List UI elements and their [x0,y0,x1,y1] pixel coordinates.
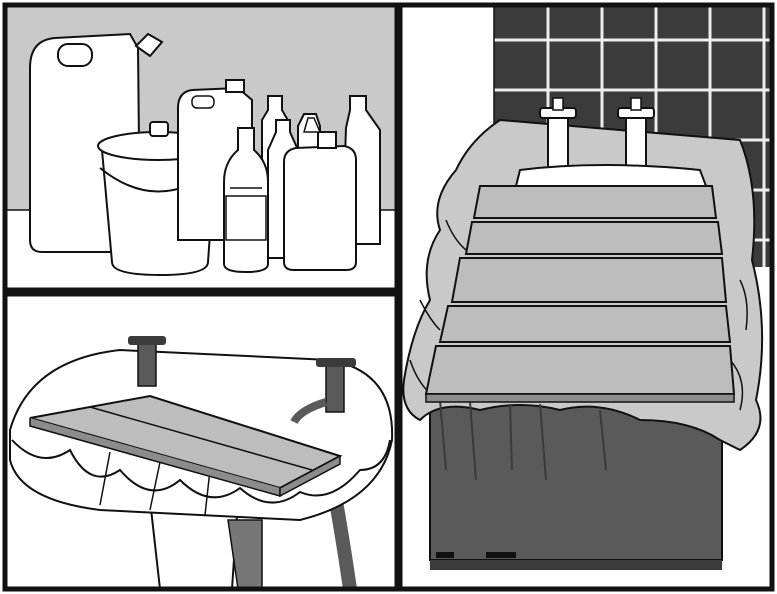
bucket-lid-knob [150,122,168,136]
board-bathtub-3 [452,258,726,302]
panel-bathtub [400,5,772,589]
bathtub-rim [516,165,706,186]
bathtub-foot-right [486,552,516,558]
bathtub-foot-left [436,552,454,558]
jerrycan-handle [58,44,92,66]
jerrycan-small-cap [318,132,336,148]
panel-containers [5,5,397,290]
board-bathtub-5-edge [426,394,734,402]
board-bathtub-2 [466,222,722,254]
bottle-label [226,196,266,240]
board-bathtub-5 [426,346,734,394]
board-bathtub-1 [474,186,716,218]
board-bathtub-4 [440,306,730,342]
panel-washbasin [5,294,397,589]
